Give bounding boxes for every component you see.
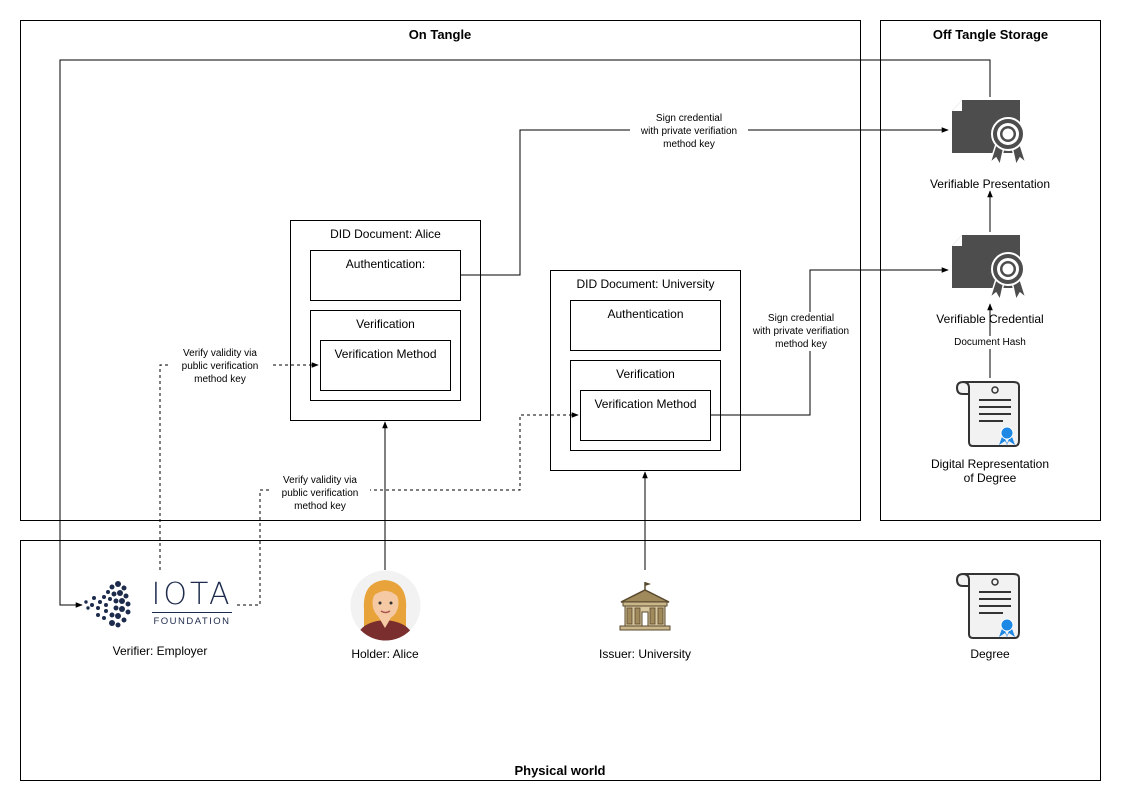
- sign-university-line-2: with private verifiation: [752, 326, 850, 337]
- verifiable-presentation-label: Verifiable Presentation: [929, 177, 1051, 191]
- verifiable-credential-icon: [952, 235, 1028, 303]
- university-verification-label: Verification: [616, 367, 675, 381]
- digital-degree-label: Digital Representation of Degree: [910, 457, 1070, 485]
- alice-verification-method-box: [320, 340, 451, 391]
- sign-alice-line-2: with private verifiation: [640, 126, 738, 137]
- physical-world-container: [20, 540, 1101, 781]
- university-verification-method-box: [580, 390, 711, 441]
- verify-alice-line-2: public verification: [181, 361, 259, 372]
- sign-university-line-1: Sign credential: [767, 313, 835, 324]
- university-authentication-box: [570, 300, 721, 351]
- sign-alice-edge-label: Sign credential with private verifiation…: [630, 112, 748, 151]
- verify-university-line-1: Verify validity via: [283, 475, 357, 486]
- digital-degree-label-line-2: of Degree: [963, 471, 1017, 485]
- alice-authentication-box: [310, 250, 461, 301]
- degree-document-icon: [955, 573, 1020, 639]
- holder-label: Holder: Alice: [351, 647, 419, 661]
- verifiable-credential-label: Verifiable Credential: [936, 312, 1044, 326]
- verify-alice-line-1: Verify validity via: [183, 348, 257, 359]
- verifiable-presentation-icon: [952, 100, 1028, 168]
- verify-alice-edge-label: Verify validity via public verification …: [170, 347, 270, 386]
- iota-logo-divider: [152, 612, 232, 613]
- sign-university-edge-label: Sign credential with private verifiation…: [742, 312, 860, 351]
- presentation-to-verifier-line: [59, 59, 991, 608]
- verify-university-dashed-line: [237, 412, 579, 606]
- iota-logo-wordmark: IOTA: [151, 577, 233, 612]
- verify-alice-line-3: method key: [194, 374, 246, 385]
- sign-alice-line-1: Sign credential: [655, 113, 723, 124]
- issuer-label: Issuer: University: [598, 647, 692, 661]
- alice-sign-line: [461, 127, 949, 276]
- alice-authentication-label: Authentication:: [345, 257, 426, 271]
- iota-dots-logo-icon: [84, 581, 131, 628]
- did-university-title: DID Document: University: [576, 277, 715, 291]
- verify-university-edge-label: Verify validity via public verification …: [270, 474, 370, 513]
- on-tangle-title: On Tangle: [408, 27, 472, 42]
- document-hash-label: Document Hash: [940, 336, 1040, 349]
- iota-logo-subtitle: FOUNDATION: [153, 616, 231, 627]
- university-verification-method-label: Verification Method: [594, 397, 697, 411]
- verify-university-line-2: public verification: [281, 488, 359, 499]
- did-alice-title: DID Document: Alice: [330, 227, 441, 241]
- physical-world-title: Physical world: [514, 763, 606, 778]
- alice-avatar-icon: [350, 570, 421, 641]
- alice-verification-label: Verification: [356, 317, 415, 331]
- digital-degree-label-line-1: Digital Representation: [930, 457, 1050, 471]
- university-building-icon: [619, 582, 671, 631]
- verify-alice-dashed-line: [159, 362, 319, 570]
- university-authentication-label: Authentication: [607, 307, 684, 321]
- sign-alice-line-3: method key: [663, 139, 715, 150]
- digital-degree-document-icon: [955, 381, 1020, 447]
- alice-verification-method-label: Verification Method: [334, 347, 437, 361]
- verify-university-line-3: method key: [294, 501, 346, 512]
- off-tangle-title: Off Tangle Storage: [932, 27, 1049, 42]
- sign-university-line-3: method key: [775, 339, 827, 350]
- degree-label: Degree: [970, 647, 1010, 661]
- verifier-label: Verifier: Employer: [112, 644, 208, 658]
